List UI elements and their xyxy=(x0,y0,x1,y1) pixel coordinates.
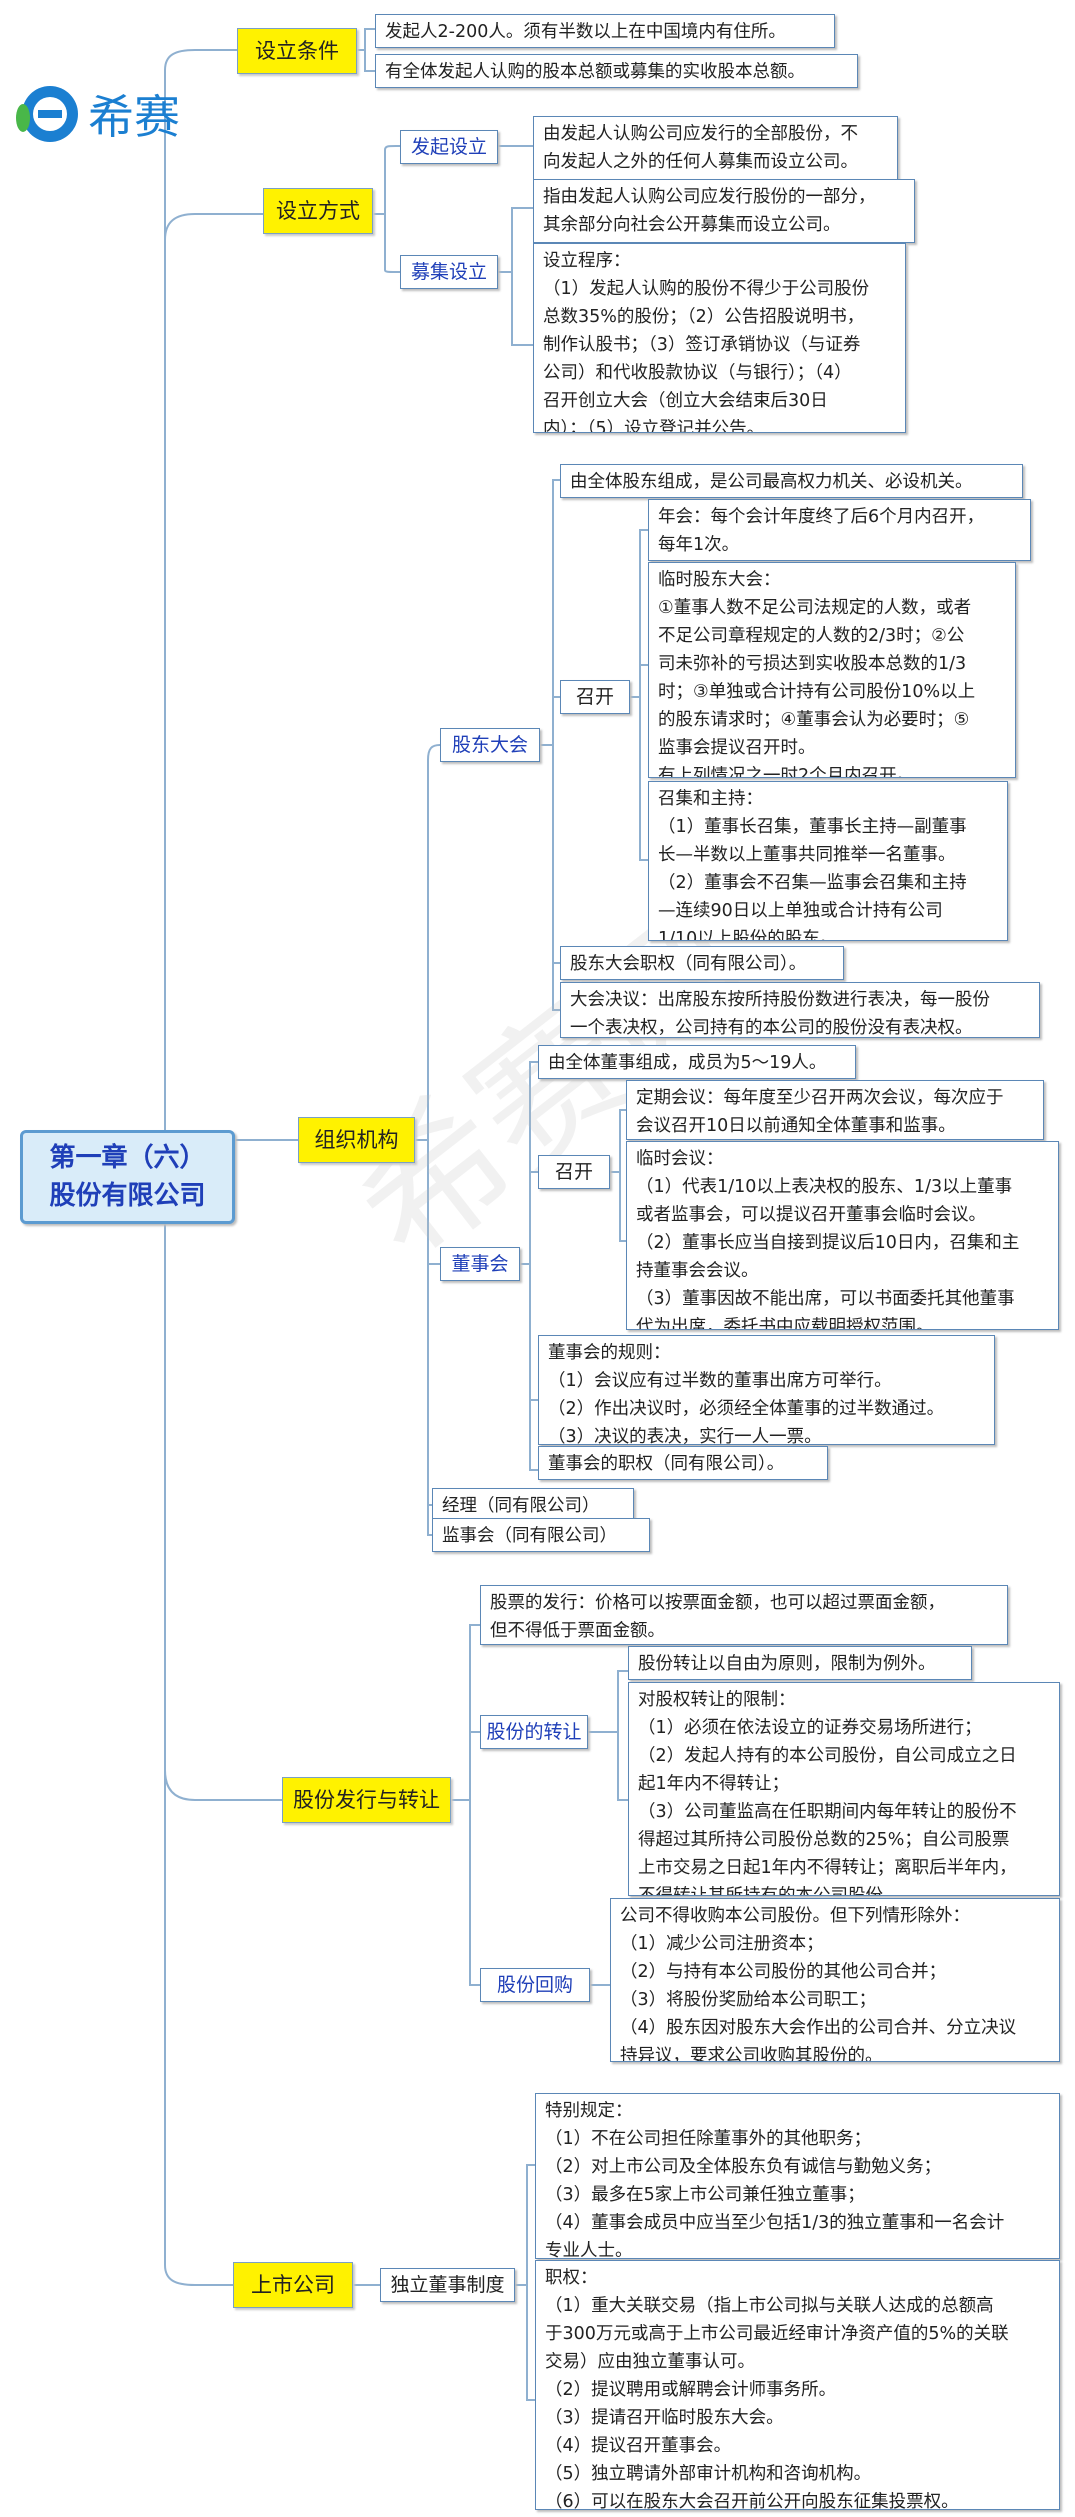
condition-capital: 有全体发起人认购的股本总额或募集的实收股本总额。 xyxy=(375,54,858,88)
buyback-text: 公司不得收购本公司股份。但下列情形除外： （1）减少公司注册资本； （2）与持有… xyxy=(610,1898,1060,2062)
assembly-resolution: 大会决议：出席股东按所持股份数进行表决，每一股份 一个表决权，公司持有的本公司的… xyxy=(560,982,1040,1038)
assembly-convene[interactable]: 召开 xyxy=(560,680,630,714)
board-composition: 由全体董事组成，成员为5～19人。 xyxy=(538,1045,856,1079)
root-node: 第一章（六） 股份有限公司 xyxy=(20,1130,235,1224)
section-methods[interactable]: 设立方式 xyxy=(263,188,373,234)
transfer-limits: 对股权转让的限制： （1）必须在依法设立的证券交易场所进行； （2）发起人持有的… xyxy=(628,1682,1060,1896)
assembly-convener: 召集和主持： （1）董事长召集，董事长主持—副董事 长—半数以上董事共同推举一名… xyxy=(648,781,1008,941)
issuance-issue: 股票的发行：价格可以按票面金额，也可以超过票面金额， 但不得低于票面金额。 xyxy=(480,1585,1008,1645)
method-raising[interactable]: 募集设立 xyxy=(400,255,498,289)
method-raising-procedure: 设立程序： （1）发起人认购的股份不得少于公司股份 总数35%的股份；（2）公告… xyxy=(533,243,906,433)
section-organization[interactable]: 组织机构 xyxy=(298,1117,415,1163)
brand-logo: 希赛 xyxy=(16,82,180,146)
section-listed[interactable]: 上市公司 xyxy=(233,2262,353,2308)
section-issuance[interactable]: 股份发行与转让 xyxy=(282,1777,451,1823)
brand-logo-icon xyxy=(16,86,78,142)
method-promoter-text: 由发起人认购公司应发行的全部股份，不 向发起人之外的任何人募集而设立公司。 xyxy=(533,116,898,180)
root-title-line2: 股份有限公司 xyxy=(49,1181,206,1211)
assembly-interim: 临时股东大会： ①董事人数不足公司法规定的人数，或者 不足公司章程规定的人数的2… xyxy=(648,562,1016,778)
issuance-transfer[interactable]: 股份的转让 xyxy=(480,1715,588,1749)
assembly-annual: 年会：每个会计年度终了后6个月内召开， 每年1次。 xyxy=(648,499,1031,561)
board-powers: 董事会的职权（同有限公司）。 xyxy=(538,1446,828,1480)
org-manager: 经理（同有限公司） xyxy=(432,1488,634,1522)
board-regular: 定期会议：每年度至少召开两次会议，每次应于 会议召开10日以前通知全体董事和监事… xyxy=(626,1080,1044,1140)
org-supervisors: 监事会（同有限公司） xyxy=(432,1518,650,1552)
method-raising-text: 指由发起人认购公司应发行股份的一部分， 其余部分向社会公开募集而设立公司。 xyxy=(533,179,915,243)
board-interim: 临时会议： （1）代表1/10以上表决权的股东、1/3以上董事 或者监事会，可以… xyxy=(626,1141,1059,1330)
condition-founders: 发起人2-200人。须有半数以上在中国境内有住所。 xyxy=(375,14,835,48)
method-promoter[interactable]: 发起设立 xyxy=(400,130,498,164)
section-conditions[interactable]: 设立条件 xyxy=(237,28,357,74)
org-assembly[interactable]: 股东大会 xyxy=(440,728,540,762)
root-title-line1: 第一章（六） xyxy=(49,1143,206,1173)
independent-powers: 职权： （1）重大关联交易（指上市公司拟与关联人达成的总额高 于300万元或高于… xyxy=(535,2260,1060,2510)
board-rules: 董事会的规则： （1）会议应有过半数的董事出席方可举行。 （2）作出决议时，必须… xyxy=(538,1335,995,1445)
brand-name: 希赛 xyxy=(88,90,180,144)
assembly-composition: 由全体股东组成，是公司最高权力机关、必设机关。 xyxy=(560,464,1023,498)
issuance-buyback[interactable]: 股份回购 xyxy=(480,1968,590,2002)
board-convene[interactable]: 召开 xyxy=(538,1155,610,1189)
independent-special: 特别规定： （1）不在公司担任除董事外的其他职务； （2）对上市公司及全体股东负… xyxy=(535,2093,1060,2259)
assembly-powers: 股东大会职权（同有限公司）。 xyxy=(560,946,844,980)
org-board[interactable]: 董事会 xyxy=(440,1247,520,1281)
transfer-principle: 股份转让以自由为原则，限制为例外。 xyxy=(628,1646,972,1680)
listed-independent[interactable]: 独立董事制度 xyxy=(380,2268,515,2302)
